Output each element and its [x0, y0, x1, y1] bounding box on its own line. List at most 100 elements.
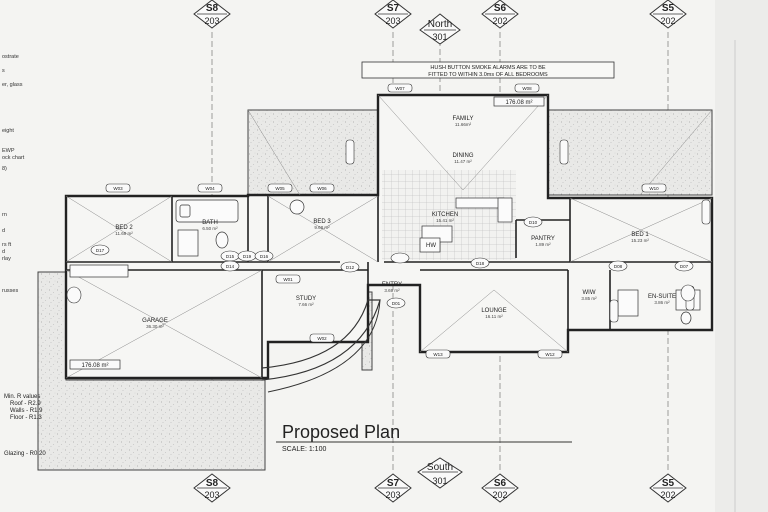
fixtures	[69, 197, 701, 325]
svg-text:176.08 m²: 176.08 m²	[81, 363, 108, 369]
svg-text:W08: W08	[522, 86, 532, 91]
kitchen-tile-floor	[382, 170, 516, 260]
svg-text:W05: W05	[275, 186, 285, 191]
svg-text:176.08 m²: 176.08 m²	[505, 100, 532, 106]
svg-text:Min. R values: Min. R values	[4, 394, 40, 400]
elevation-label: South	[427, 462, 453, 473]
svg-text:1.89 m²: 1.89 m²	[535, 242, 551, 247]
section-marker-s8-top[interactable]: S8 203	[193, 0, 231, 29]
svg-text:EWP: EWP	[2, 148, 15, 154]
curved-path-outer	[267, 299, 381, 393]
plan-scale: SCALE: 1:100	[282, 446, 326, 453]
room-bed3: BED 3	[313, 219, 331, 225]
svg-text:rs ft: rs ft	[2, 242, 12, 248]
room-bath: BATH	[202, 220, 218, 226]
section-marker-s8-bottom[interactable]: S8 203	[193, 473, 231, 503]
section-marker-s5-top[interactable]: S5 202	[649, 0, 687, 29]
room-dining: DINING	[453, 153, 474, 159]
svg-text:8): 8)	[2, 166, 7, 172]
svg-text:W13: W13	[433, 352, 443, 357]
room-garage: GARAGE	[142, 318, 168, 324]
svg-text:Roof - R2.9: Roof - R2.9	[10, 401, 41, 407]
room-study: STUDY	[296, 296, 316, 302]
elevation-marker-south[interactable]: South 301	[417, 457, 463, 489]
svg-text:HUSH BUTTON SMOKE ALARMS ARE T: HUSH BUTTON SMOKE ALARMS ARE TO BE	[430, 65, 546, 71]
section-code: S5	[662, 478, 675, 489]
room-lounge: LOUNGE	[481, 308, 506, 314]
svg-text:D19: D19	[243, 254, 252, 259]
section-sheet: 202	[492, 490, 507, 500]
section-marker-s5-bottom[interactable]: S5 202	[649, 473, 687, 503]
svg-text:ostrate: ostrate	[2, 54, 19, 60]
drawing-title: Proposed Plan SCALE: 1:100	[276, 422, 572, 453]
svg-text:russes: russes	[2, 288, 18, 294]
svg-text:rn: rn	[2, 212, 7, 218]
section-sheet: 203	[385, 16, 400, 26]
svg-text:15.23 m²: 15.23 m²	[631, 238, 649, 243]
section-code: S8	[206, 3, 219, 14]
total-area-badge: 176.08 m²	[493, 96, 545, 107]
svg-text:3.86 m²: 3.86 m²	[654, 300, 670, 305]
svg-text:D18: D18	[476, 261, 485, 266]
svg-text:6.50 m²: 6.50 m²	[202, 226, 218, 231]
svg-text:Glazing - R0.20: Glazing - R0.20	[4, 451, 46, 457]
svg-text:FITTED TO WITHIN 3.0ms OF ALL: FITTED TO WITHIN 3.0ms OF ALL BEDROOMS	[428, 72, 548, 78]
svg-text:11.69 m²: 11.69 m²	[115, 231, 133, 236]
section-code: S6	[494, 478, 507, 489]
svg-text:W02: W02	[317, 336, 327, 341]
room-wiw: WIW	[583, 290, 596, 296]
smoke-alarm-note: HUSH BUTTON SMOKE ALARMS ARE TO BE FITTE…	[361, 61, 615, 79]
svg-text:3.85 m²: 3.85 m²	[581, 296, 597, 301]
svg-text:D15: D15	[226, 254, 235, 259]
svg-text:D12: D12	[346, 265, 355, 270]
section-marker-s7-top[interactable]: S7 203	[374, 0, 412, 29]
elevation-sheet: 301	[432, 32, 447, 42]
window-labels: W07 W08 W03 W04 W05 W06 W10 W01 W02 W13 …	[113, 86, 659, 357]
svg-text:7.66 m²: 7.66 m²	[298, 302, 314, 307]
svg-text:W07: W07	[395, 86, 405, 91]
section-code: S7	[387, 478, 400, 489]
svg-text:W01: W01	[283, 277, 293, 282]
room-family: FAMILY	[453, 116, 474, 122]
section-marker-s7-bottom[interactable]: S7 203	[374, 473, 412, 503]
svg-text:15.41 m²: 15.41 m²	[436, 218, 454, 223]
section-sheet: 203	[385, 490, 400, 500]
svg-text:11.66m²: 11.66m²	[455, 122, 472, 127]
svg-text:D07: D07	[680, 264, 689, 269]
room-hw: HW	[426, 243, 436, 249]
room-ensuite: EN-SUITE	[648, 294, 676, 300]
svg-text:D10: D10	[529, 220, 538, 225]
section-marker-s6-bottom[interactable]: S6 202	[481, 473, 519, 503]
svg-text:3.69 m²: 3.69 m²	[384, 288, 400, 293]
svg-text:D01: D01	[392, 301, 401, 306]
svg-text:W04: W04	[205, 186, 215, 191]
svg-text:D08: D08	[614, 264, 623, 269]
section-sheet: 202	[492, 16, 507, 26]
door-labels: D17 D15 D19 D16 D14 D12 D10 D18 D08 D07 …	[96, 220, 689, 306]
svg-text:W03: W03	[113, 186, 123, 191]
svg-text:9.68 m²: 9.68 m²	[314, 225, 330, 230]
room-entry: ENTRY	[382, 282, 402, 288]
plan-title: Proposed Plan	[282, 422, 400, 442]
section-code: S7	[387, 3, 400, 14]
svg-text:D14: D14	[226, 264, 235, 269]
total-area-badge-garage: 176.08 m²	[69, 359, 121, 370]
svg-text:s: s	[2, 68, 5, 74]
svg-text:d: d	[2, 228, 5, 234]
svg-text:D17: D17	[96, 248, 105, 253]
r-values-notes: Min. R values Roof - R2.9 Walls - R1.9 F…	[4, 394, 46, 457]
svg-text:ock chart: ock chart	[2, 155, 25, 161]
section-code: S5	[662, 3, 675, 14]
svg-text:Floor - R1.3: Floor - R1.3	[10, 415, 42, 421]
room-bed1: BED 1	[631, 232, 649, 238]
section-marker-s6-top[interactable]: S6 202	[481, 0, 519, 29]
room-kitchen: KITCHEN	[432, 212, 458, 218]
svg-text:W10: W10	[649, 186, 659, 191]
door-tags	[66, 216, 696, 309]
section-sheet: 202	[660, 490, 675, 500]
section-code: S6	[494, 3, 507, 14]
elevation-label: North	[428, 19, 452, 30]
elevation-marker-north[interactable]: North 301	[419, 13, 461, 45]
